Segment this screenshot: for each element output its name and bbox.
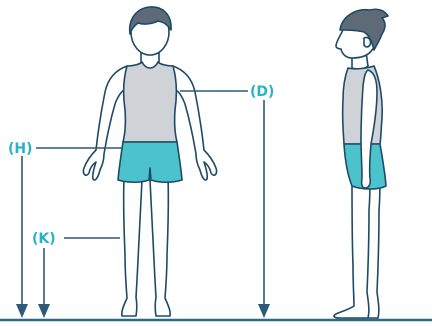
label-d: (D) (250, 84, 274, 100)
k-arrow-icon (38, 304, 50, 318)
front-shorts (118, 142, 182, 182)
d-arrow-icon (258, 304, 270, 318)
front-right-leg (150, 178, 170, 316)
h-arrow-icon (16, 304, 28, 318)
label-h: (H) (8, 141, 33, 157)
front-view-figure (83, 7, 216, 316)
label-k: (K) (32, 231, 56, 247)
front-left-leg (122, 178, 142, 316)
side-view-figure (334, 9, 388, 318)
front-shirt (123, 62, 177, 142)
arrowheads (16, 304, 270, 318)
side-front-leg (334, 180, 370, 318)
